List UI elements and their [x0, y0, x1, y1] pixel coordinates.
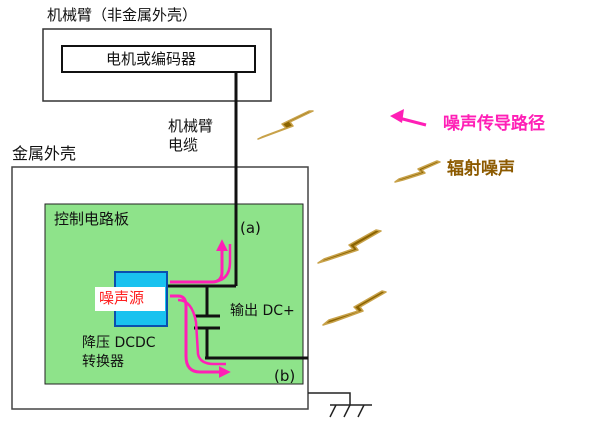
- lightning-icon: [257, 110, 314, 140]
- arm-cable-label-line2: 电缆: [168, 136, 199, 154]
- board-label: 控制电路板: [54, 210, 130, 228]
- lightning-icon: [394, 160, 441, 183]
- output-label: 输出 DC+: [230, 303, 295, 319]
- lightning-icon: [322, 290, 387, 326]
- legend-radiated-noise-label: 辐射噪声: [447, 159, 515, 179]
- lightning-icon: [317, 229, 382, 264]
- noise-path-down: [170, 294, 231, 378]
- motor-label: 电机或编码器: [106, 50, 197, 68]
- node-b-label: (b): [274, 367, 296, 385]
- legend-noise-path-label: 噪声传导路径: [443, 114, 545, 134]
- motor-box: [61, 45, 256, 73]
- chassis-ground-icon: [308, 392, 372, 418]
- arm-cable-label-line1: 机械臂: [168, 117, 214, 135]
- metal-housing-label: 金属外壳: [12, 144, 77, 163]
- magenta-arrow-icon: [390, 109, 427, 127]
- noise-path-branch: [209, 244, 232, 284]
- noise-source-label: 噪声源: [99, 289, 145, 307]
- noise-source-bg: [95, 287, 165, 311]
- converter-label-line2: 转换器: [82, 354, 124, 370]
- node-a-label: (a): [240, 219, 261, 237]
- noise-path-down-inner: [177, 298, 226, 366]
- converter-label-line1: 降压 DCDC: [82, 335, 156, 351]
- control-board: [44, 203, 304, 385]
- arm-housing-label: 机械臂（非金属外壳）: [47, 6, 198, 24]
